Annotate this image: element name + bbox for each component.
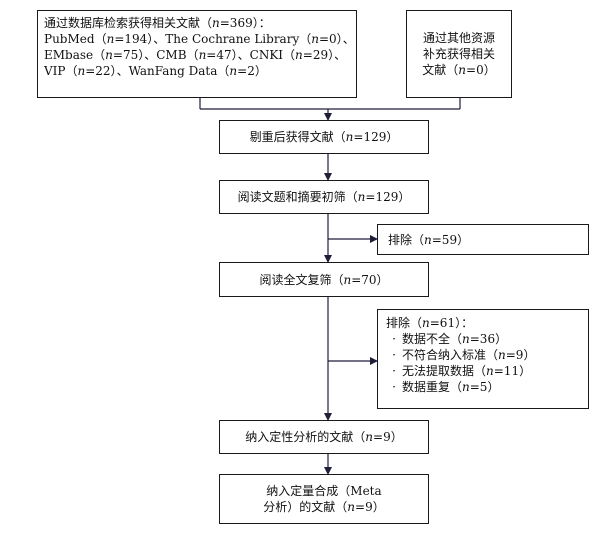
source-wanfang: WanFang Data（n=2） (128, 64, 267, 78)
database-sources-line-3: VIP（n=22）、WanFang Data（n=2） (44, 64, 267, 78)
exclude-1-label: 排除（n=59） (388, 232, 470, 247)
title-abstract-label: 阅读文题和摘要初筛（n=129） (237, 190, 411, 204)
other-sources-line: 文献（n=0） (422, 63, 496, 77)
bullet-icon: · (392, 364, 396, 378)
quantitative-label: 分析）的文献（n=9） (263, 500, 385, 514)
quantitative-label: 纳入定量合成（Meta (266, 484, 382, 498)
database-search-box: 通过数据库检索获得相关文献（n=369）： PubMed（n=194）、The … (37, 10, 357, 98)
list-item: ·数据不全（n=36） (386, 331, 580, 347)
quantitative-box: 纳入定量合成（Meta 分析）的文献（n=9） (219, 474, 429, 524)
database-search-total: 通过数据库检索获得相关文献（n=369）： (44, 16, 271, 30)
dedup-label: 剔重后获得文献（n=129） (249, 130, 399, 144)
list-item: ·数据重复（n=5） (386, 379, 580, 395)
qualitative-box: 纳入定性分析的文献（n=9） (219, 420, 429, 454)
source-cnki: CNKI（n=29） (249, 48, 335, 62)
source-cmb: CMB（n=47） (156, 48, 238, 62)
source-cochrane: The Cochrane Library（n=0） (165, 32, 343, 46)
exclude-2-title: 排除（n=61）： (386, 316, 474, 330)
source-pubmed: PubMed（n=194） (44, 32, 154, 46)
other-sources-box: 通过其他资源 补充获得相关 文献（n=0） (406, 10, 512, 98)
qualitative-label: 纳入定性分析的文献（n=9） (245, 430, 403, 444)
source-vip: VIP（n=22） (44, 64, 117, 78)
bullet-icon: · (392, 380, 396, 394)
dedup-box: 剔重后获得文献（n=129） (219, 120, 429, 154)
list-item: ·无法提取数据（n=11） (386, 363, 580, 379)
exclude-reasons-list: ·数据不全（n=36） ·不符合纳入标准（n=9） ·无法提取数据（n=11） … (386, 331, 580, 395)
bullet-icon: · (392, 332, 396, 346)
fulltext-label: 阅读全文复筛（n=70） (259, 272, 389, 287)
exclude-2-box: 排除（n=61）： ·数据不全（n=36） ·不符合纳入标准（n=9） ·无法提… (377, 309, 589, 409)
source-embase: EMbase（n=75） (44, 48, 145, 62)
list-item: ·不符合纳入标准（n=9） (386, 347, 580, 363)
other-sources-line: 补充获得相关 (422, 47, 495, 61)
fulltext-box: 阅读全文复筛（n=70） (219, 262, 429, 297)
other-sources-line: 通过其他资源 (422, 31, 495, 45)
exclude-1-box: 排除（n=59） (377, 224, 589, 255)
database-sources-line-1: PubMed（n=194）、The Cochrane Library（n=0）、 (44, 32, 355, 46)
database-sources-line-2: EMbase（n=75）、CMB（n=47）、CNKI（n=29）、 (44, 48, 347, 62)
title-abstract-box: 阅读文题和摘要初筛（n=129） (219, 180, 429, 214)
bullet-icon: · (392, 348, 396, 362)
